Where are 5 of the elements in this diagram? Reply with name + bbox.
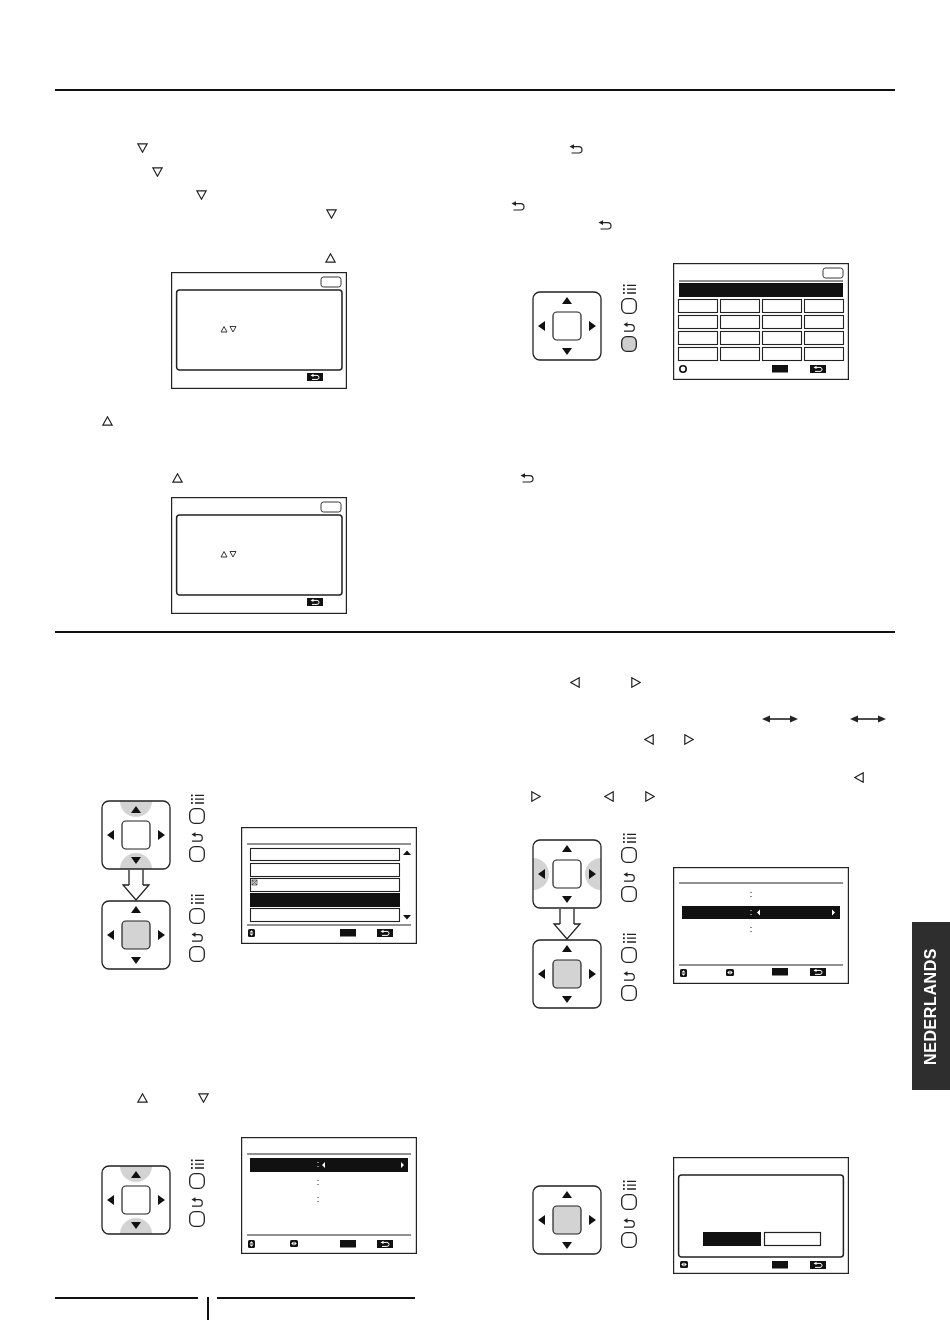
direction-pad-illustration <box>101 900 171 970</box>
direction-pad-illustration <box>532 839 602 909</box>
language-tab: NEDERLANDS <box>912 922 950 1090</box>
direction-pad-illustration <box>532 939 602 1009</box>
direction-pad-illustration <box>101 800 171 870</box>
